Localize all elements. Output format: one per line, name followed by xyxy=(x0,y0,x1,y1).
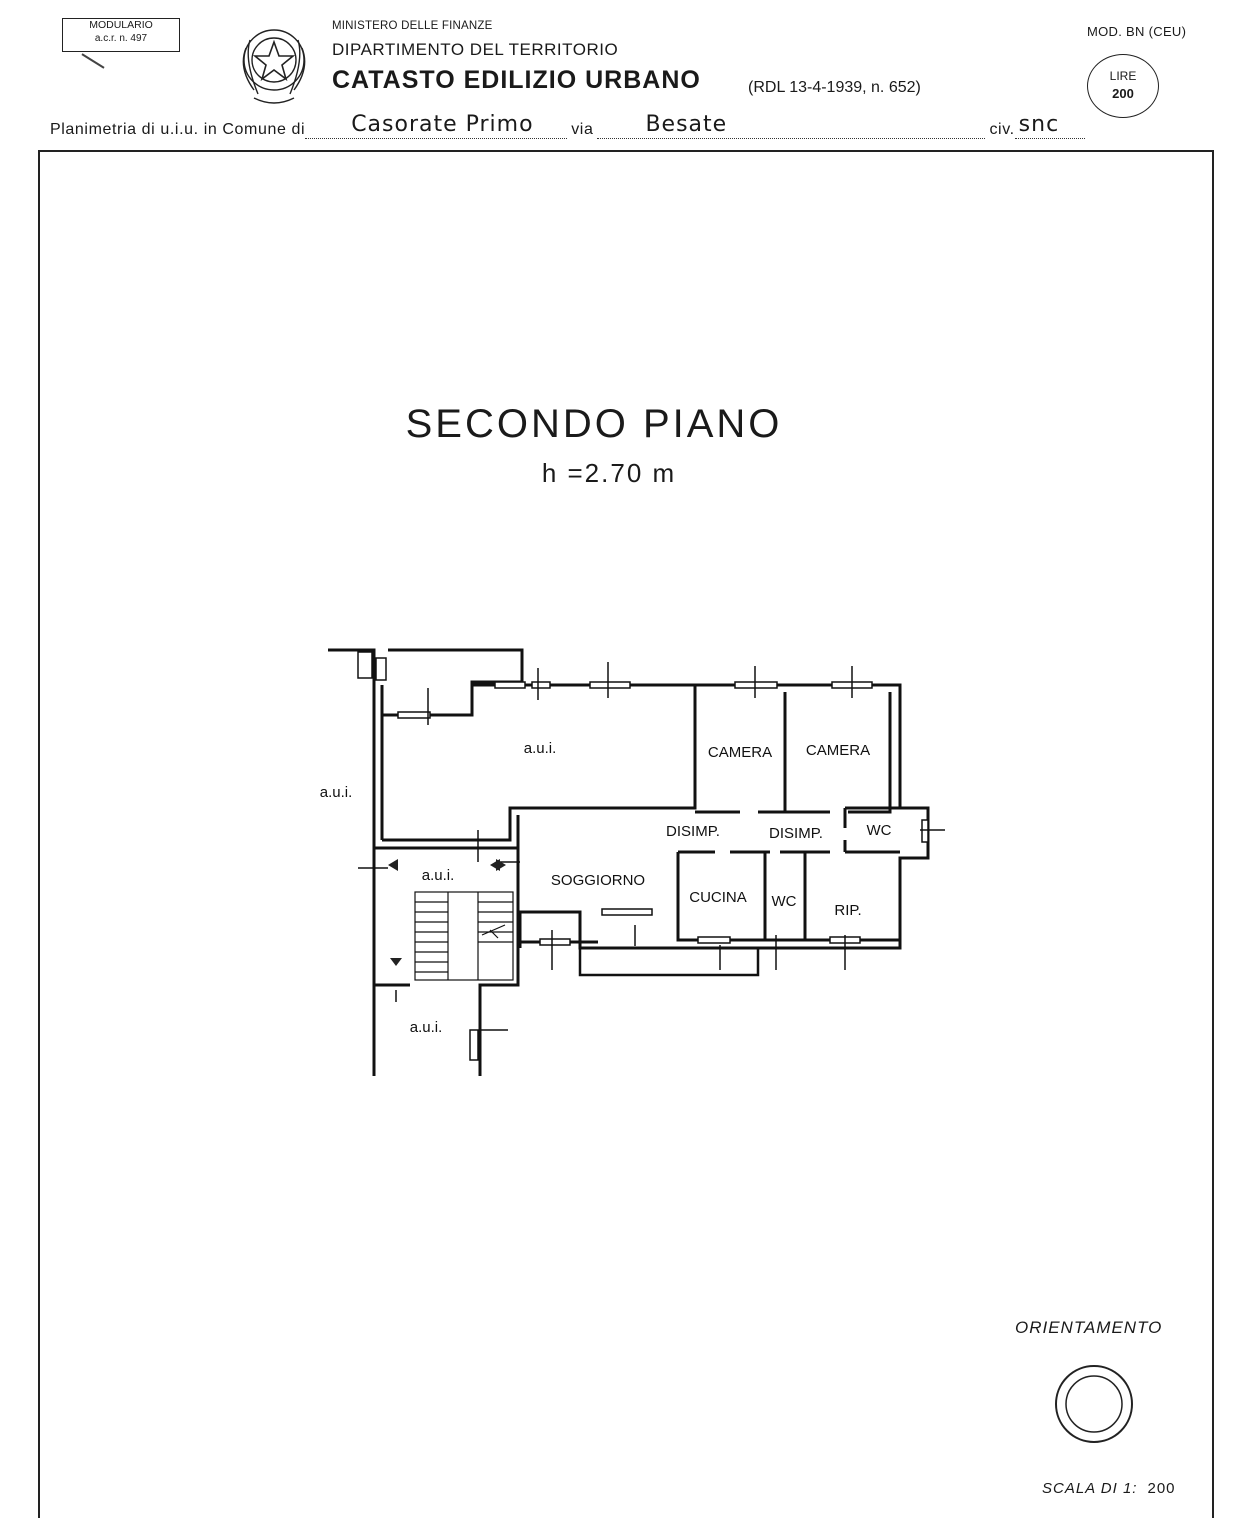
scale-value: 200 xyxy=(1147,1480,1176,1497)
stamp-value: 200 xyxy=(1112,86,1134,101)
wc1-wall xyxy=(843,806,900,852)
room-wc-1: WC xyxy=(867,822,892,839)
via-value: Besate xyxy=(645,112,728,137)
room-cucina: CUCINA xyxy=(689,889,747,906)
revenue-stamp: LIRE 200 xyxy=(1087,54,1159,118)
location-line: Planimetria di u.i.u. in Comune di Casora… xyxy=(50,112,1200,148)
outer-wall xyxy=(472,683,930,950)
room-aui-stair: a.u.i. xyxy=(422,867,455,884)
room-aui-left: a.u.i. xyxy=(320,784,353,801)
room-disimp-2: DISIMP. xyxy=(769,825,823,842)
stair-block-wall xyxy=(374,846,520,1076)
north-compass-icon xyxy=(1055,1365,1133,1443)
left-wall xyxy=(328,648,384,1076)
storage-wall xyxy=(805,850,900,942)
law-reference: (RDL 13-4-1939, n. 652) xyxy=(748,79,921,96)
staircase xyxy=(414,891,514,981)
comune-value: Casorate Primo xyxy=(351,112,534,137)
orientation-label: ORIENTAMENTO xyxy=(1015,1318,1163,1337)
ministry-label: MINISTERO DELLE FINANZE xyxy=(332,20,493,32)
location-prefix: Planimetria di u.i.u. in Comune di xyxy=(50,121,306,138)
balcony-bottom xyxy=(578,948,760,977)
modulario-box: MODULARIO a.c.r. n. 497 xyxy=(62,18,180,52)
scale-label: SCALA DI 1:200 xyxy=(1042,1480,1176,1497)
room-disimp-1: DISIMP. xyxy=(666,823,720,840)
department-label: DIPARTIMENTO DEL TERRITORIO xyxy=(332,40,619,59)
direction-arrows xyxy=(388,859,506,966)
room-camera-1: CAMERA xyxy=(708,744,772,761)
civ-value: snc xyxy=(1018,112,1060,137)
model-code: MOD. BN (CEU) xyxy=(1087,24,1187,39)
modulario-label: MODULARIO xyxy=(89,19,153,31)
living-wall xyxy=(516,815,598,944)
stamp-currency: LIRE xyxy=(1109,69,1137,83)
room-aui-bottom: a.u.i. xyxy=(410,1019,443,1036)
pen-mark xyxy=(81,53,105,69)
civ-label: civ. xyxy=(989,121,1015,138)
floor-title: SECONDO PIANO xyxy=(405,402,783,446)
floor-height: h =2.70 m xyxy=(541,458,677,488)
aui-room-wall xyxy=(382,685,697,842)
via-label: via xyxy=(571,121,594,138)
wc2-wall xyxy=(765,850,807,942)
drawing-frame xyxy=(38,150,1214,1518)
floor-plan: a.u.i. a.u.i. a.u.i. a.u.i. CAMERA CAMER… xyxy=(320,648,945,1076)
room-wc-2: WC xyxy=(772,893,797,910)
bedroom-walls xyxy=(695,692,892,814)
room-soggiorno: SOGGIORNO xyxy=(551,872,645,889)
room-camera-2: CAMERA xyxy=(806,742,870,759)
modulario-ref: a.c.r. n. 497 xyxy=(94,33,148,44)
room-aui-top: a.u.i. xyxy=(524,740,557,757)
room-rip: RIP. xyxy=(834,902,861,919)
catasto-title: CATASTO EDILIZIO URBANO xyxy=(332,66,701,94)
republic-emblem-icon xyxy=(242,29,306,104)
